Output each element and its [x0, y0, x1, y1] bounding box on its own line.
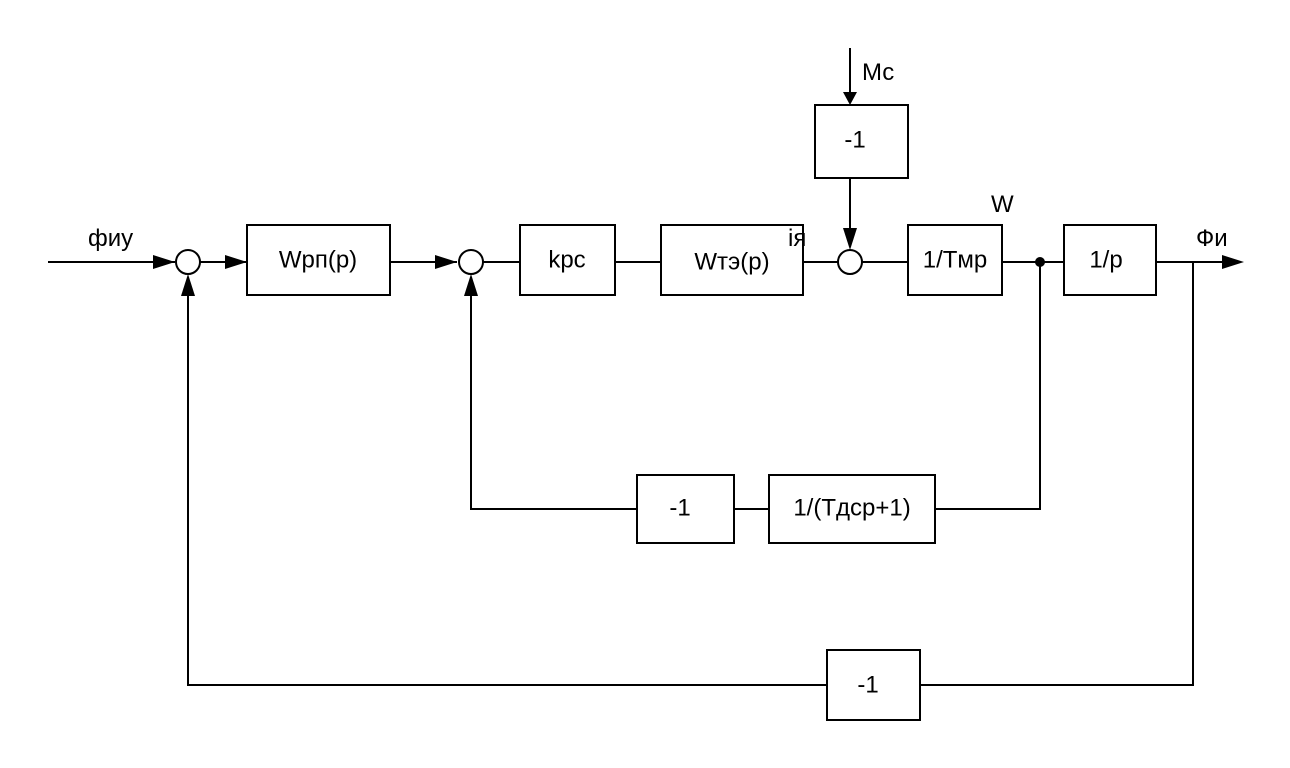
summing-junction-speed [458, 249, 484, 275]
signal-label-output: Фи [1196, 225, 1228, 252]
block-position-feedback-inverter: -1 [826, 649, 921, 721]
block-speed-regulator: kрс [519, 224, 616, 296]
block-speed-sensor-label: 1/(Tдсp+1) [793, 495, 910, 522]
block-mechanical-label: 1/Tмp [923, 247, 988, 274]
signal-label-current: iя [788, 225, 806, 252]
signal-label-speed: W [991, 191, 1014, 218]
block-position-regulator: Wрп(p) [246, 224, 391, 296]
arrow-into-position-regulator [225, 255, 247, 269]
arrow-into-sum3 [843, 228, 857, 250]
arrow-into-sum1 [153, 255, 175, 269]
arrowheads [153, 92, 1244, 296]
signal-label-disturbance: Мс [862, 59, 894, 86]
block-integrator-label: 1/p [1089, 247, 1122, 274]
branch-point-speed [1035, 257, 1045, 267]
block-mechanical: 1/Tмp [907, 224, 1003, 296]
block-integrator: 1/p [1063, 224, 1157, 296]
block-position-feedback-inverter-label: -1 [857, 672, 878, 699]
summing-junction-torque [837, 249, 863, 275]
signal-label-input: фиу [88, 225, 133, 252]
arrow-position-feedback-into-sum1 [181, 274, 195, 296]
arrow-speed-feedback-into-sum2 [464, 274, 478, 296]
block-speed-sensor: 1/(Tдсp+1) [768, 474, 936, 544]
block-position-regulator-label: Wрп(p) [279, 247, 357, 274]
block-disturbance-inverter: -1 [814, 104, 909, 179]
block-speed-feedback-inverter: -1 [636, 474, 735, 544]
signal-wires [48, 48, 1222, 686]
block-thyristor-converter: Wтэ(p) [660, 224, 804, 296]
arrow-into-disturbance-inverter [843, 92, 857, 105]
arrow-into-sum2 [435, 255, 457, 269]
arrow-output [1222, 255, 1244, 269]
block-speed-regulator-label: kрс [548, 247, 585, 274]
block-disturbance-inverter-label: -1 [844, 127, 865, 154]
summing-junction-position [175, 249, 201, 275]
block-speed-feedback-inverter-label: -1 [669, 495, 690, 522]
block-thyristor-converter-label: Wтэ(p) [694, 249, 769, 276]
